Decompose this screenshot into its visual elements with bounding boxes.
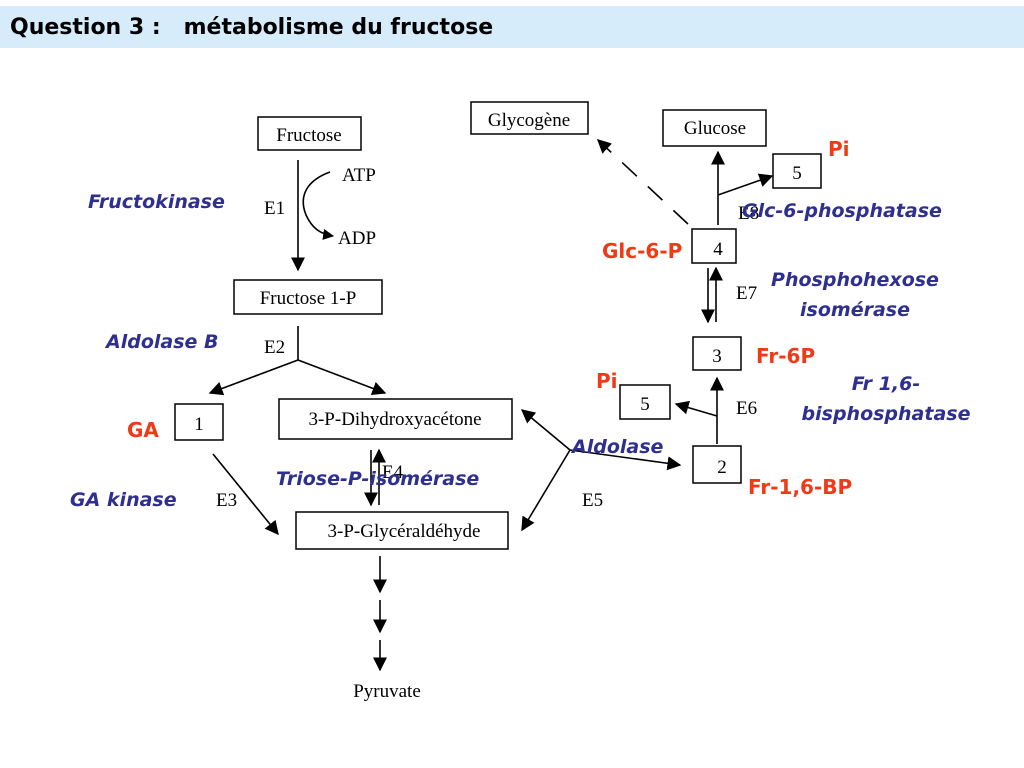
fr-bisphosphatase-label-2: bisphosphatase xyxy=(802,403,971,425)
glycogene-box xyxy=(470,101,589,135)
dhap-label: 3-P-Dihydroxyacétone xyxy=(308,409,481,430)
fructose-label: Fructose xyxy=(276,125,341,146)
adp-label: ADP xyxy=(338,228,376,249)
glucose-box xyxy=(662,109,767,147)
arrow-to-1 xyxy=(208,359,299,396)
node-1-box xyxy=(174,403,224,441)
aldolase-label: Aldolase xyxy=(570,436,664,458)
e5-label: E5 xyxy=(582,490,603,511)
fr-6p-label: Fr-6P xyxy=(756,344,815,368)
fructose-box xyxy=(257,116,362,151)
dhap-box xyxy=(278,398,513,440)
node-3-box xyxy=(692,336,742,371)
arrow-e3 xyxy=(212,453,279,536)
arrow-atp-adp xyxy=(302,171,335,240)
header-bar: Question 3 : métabolisme du fructose xyxy=(0,6,1024,48)
fructokinase-label: Fructokinase xyxy=(88,191,225,213)
e8-label: E8 xyxy=(738,203,759,224)
node-5-lower-box xyxy=(619,384,671,420)
e1-label: E1 xyxy=(264,198,285,219)
node-4-label: 4 xyxy=(713,239,723,260)
e2-label: E2 xyxy=(264,337,285,358)
gap-label: 3-P-Glycéraldéhyde xyxy=(328,521,481,542)
arrow-to-dhap-from-aldolase xyxy=(520,409,571,451)
fructose-1p-label: Fructose 1-P xyxy=(260,288,357,309)
node-5-upper-box xyxy=(772,153,822,189)
aldolase-b-label: Aldolase B xyxy=(104,331,219,353)
node-3-label: 3 xyxy=(712,346,722,367)
page-title: Question 3 : métabolisme du fructose xyxy=(10,15,494,40)
e3-label: E3 xyxy=(216,490,237,511)
arrow-to-gap-from-aldolase xyxy=(521,449,571,532)
phosphohexose-label-1: Phosphohexose xyxy=(771,269,939,291)
glucose-label: Glucose xyxy=(684,118,746,139)
atp-label: ATP xyxy=(342,165,376,186)
arrow-to-dhap xyxy=(297,359,387,396)
node-2-label: 2 xyxy=(717,457,727,478)
glycogene-label: Glycogène xyxy=(488,110,570,131)
node-4-box xyxy=(691,228,737,264)
gap-box xyxy=(295,511,509,550)
node-2-box xyxy=(692,445,742,484)
e7-label: E7 xyxy=(736,283,757,304)
node-1-label: 1 xyxy=(194,414,204,435)
arrow-pi-upper xyxy=(717,173,774,196)
e4-label: E4 xyxy=(382,462,404,483)
fructose-1p-box xyxy=(233,279,383,315)
arrow-to-glycogene xyxy=(596,139,689,225)
pi-upper-label: Pi xyxy=(828,137,850,161)
ga-kinase-label: GA kinase xyxy=(70,489,177,511)
pyruvate-label: Pyruvate xyxy=(353,681,421,702)
glc6-phosphatase-label: Glc-6-phosphatase xyxy=(742,200,942,222)
e6-label: E6 xyxy=(736,398,757,419)
arrow-aldolase-to-2 xyxy=(569,449,682,471)
glc-6p-label: Glc-6-P xyxy=(602,239,682,263)
phosphohexose-label-2: isomérase xyxy=(800,299,910,321)
triose-isomerase-label: Triose-P-isomérase xyxy=(276,468,479,490)
node-5-upper-label: 5 xyxy=(792,163,802,184)
fr-16bp-label: Fr-1,6-BP xyxy=(748,475,852,499)
pi-lower-label: Pi xyxy=(596,369,618,393)
fr-bisphosphatase-label-1: Fr 1,6- xyxy=(852,373,920,395)
ga-label: GA xyxy=(127,418,159,442)
node-5-lower-label: 5 xyxy=(640,394,650,415)
arrow-pi-lower xyxy=(674,400,718,417)
